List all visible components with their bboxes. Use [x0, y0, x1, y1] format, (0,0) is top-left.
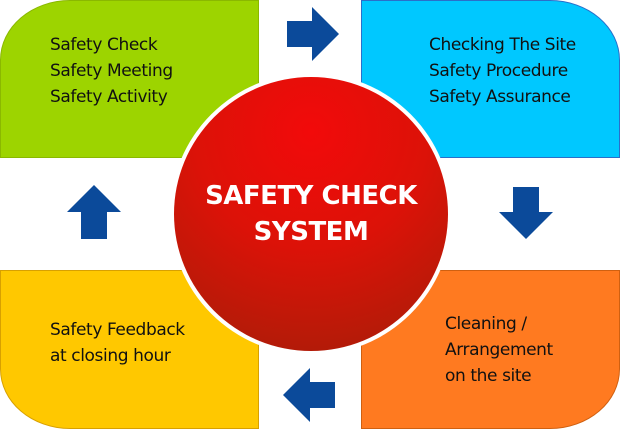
arrow-up-icon — [67, 185, 121, 239]
step-line: Cleaning / — [445, 314, 527, 334]
step-text: Checking The Site Safety Procedure Safet… — [429, 32, 576, 110]
center-title-line: SYSTEM — [253, 217, 369, 247]
arrow-left-icon — [283, 368, 335, 422]
step-line: at closing hour — [50, 346, 171, 366]
step-line: on the site — [445, 366, 532, 386]
step-line: Safety Assurance — [429, 87, 571, 107]
step-line: Safety Meeting — [50, 61, 173, 81]
arrow-right-icon — [287, 7, 339, 61]
arrow-down-icon — [499, 187, 553, 239]
center-title-line: SAFETY CHECK — [205, 181, 417, 211]
step-line: Safety Procedure — [429, 61, 568, 81]
step-line: Safety Activity — [50, 87, 168, 107]
step-line: Safety Feedback — [50, 320, 185, 340]
center-circle: SAFETY CHECK SYSTEM — [170, 73, 452, 355]
step-text: Cleaning / Arrangement on the site — [445, 311, 553, 389]
step-line: Checking The Site — [429, 35, 576, 55]
step-line: Safety Check — [50, 35, 158, 55]
step-box-safety-check: Safety Check Safety Meeting Safety Activ… — [0, 0, 259, 158]
step-text: Safety Check Safety Meeting Safety Activ… — [50, 32, 173, 110]
step-text: Safety Feedback at closing hour — [50, 317, 185, 369]
step-line: Arrangement — [445, 340, 553, 360]
